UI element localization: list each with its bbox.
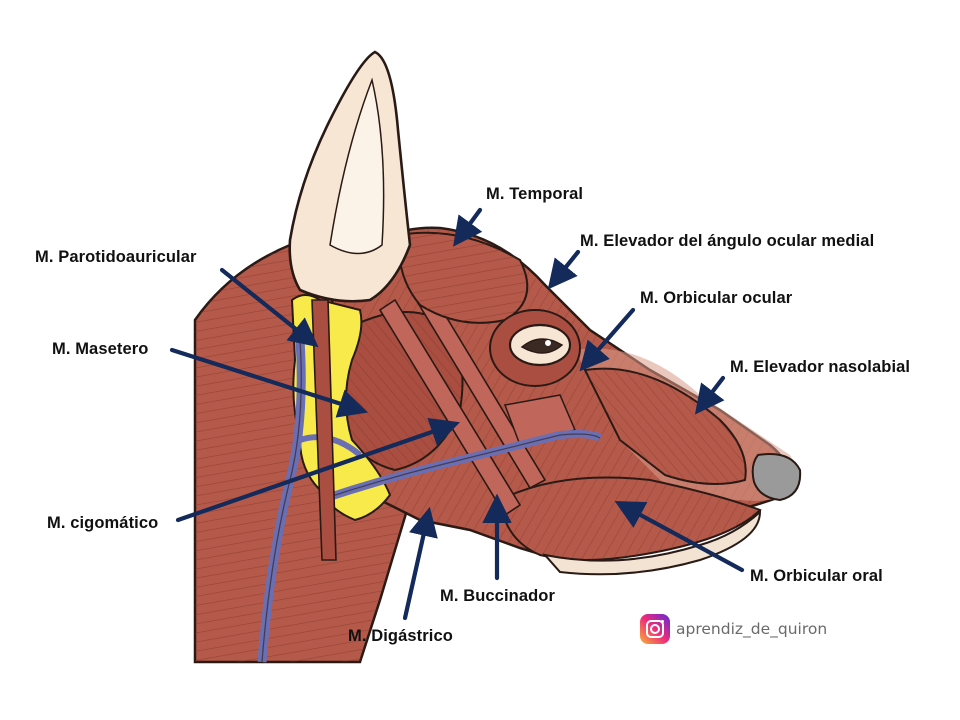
label-buccinador: M. Buccinador	[440, 587, 555, 605]
label-orbicular-ocular: M. Orbicular ocular	[640, 289, 793, 307]
arrow-temporal	[453, 207, 483, 247]
ear	[288, 50, 412, 303]
arrow-orbicular-ocular	[579, 307, 636, 372]
watermark: aprendiz_de_quiron	[640, 612, 827, 646]
arrow-digastrico	[402, 506, 438, 621]
eye-region	[489, 309, 581, 387]
arrow-orbicular-oral	[614, 500, 745, 573]
watermark-handle: aprendiz_de_quiron	[676, 620, 828, 638]
instagram-icon	[640, 614, 670, 644]
arrow-parotidoauricular	[219, 267, 319, 348]
label-arrows	[169, 207, 745, 621]
label-orbicular-oral: M. Orbicular oral	[750, 567, 883, 585]
arrow-elevador-nasolabial	[694, 375, 726, 415]
label-masetero: M. Masetero	[52, 340, 149, 358]
eye	[520, 338, 564, 354]
nose	[751, 453, 802, 502]
label-elevador-angulo-ocular-medial: M. Elevador del ángulo ocular medial	[580, 232, 875, 250]
label-elevador-nasolabial: M. Elevador nasolabial	[730, 358, 911, 376]
label-cigomatico: M. cigomático	[47, 514, 159, 532]
label-digastrico: M. Digástrico	[348, 627, 453, 645]
label-parotidoauricular: M. Parotidoauricular	[35, 248, 197, 266]
arrow-masetero	[169, 347, 369, 418]
arrow-elevador-angulo	[547, 249, 581, 290]
head-muscles	[323, 226, 797, 576]
arrow-cigomatico	[175, 417, 460, 523]
label-temporal: M. Temporal	[486, 185, 584, 203]
